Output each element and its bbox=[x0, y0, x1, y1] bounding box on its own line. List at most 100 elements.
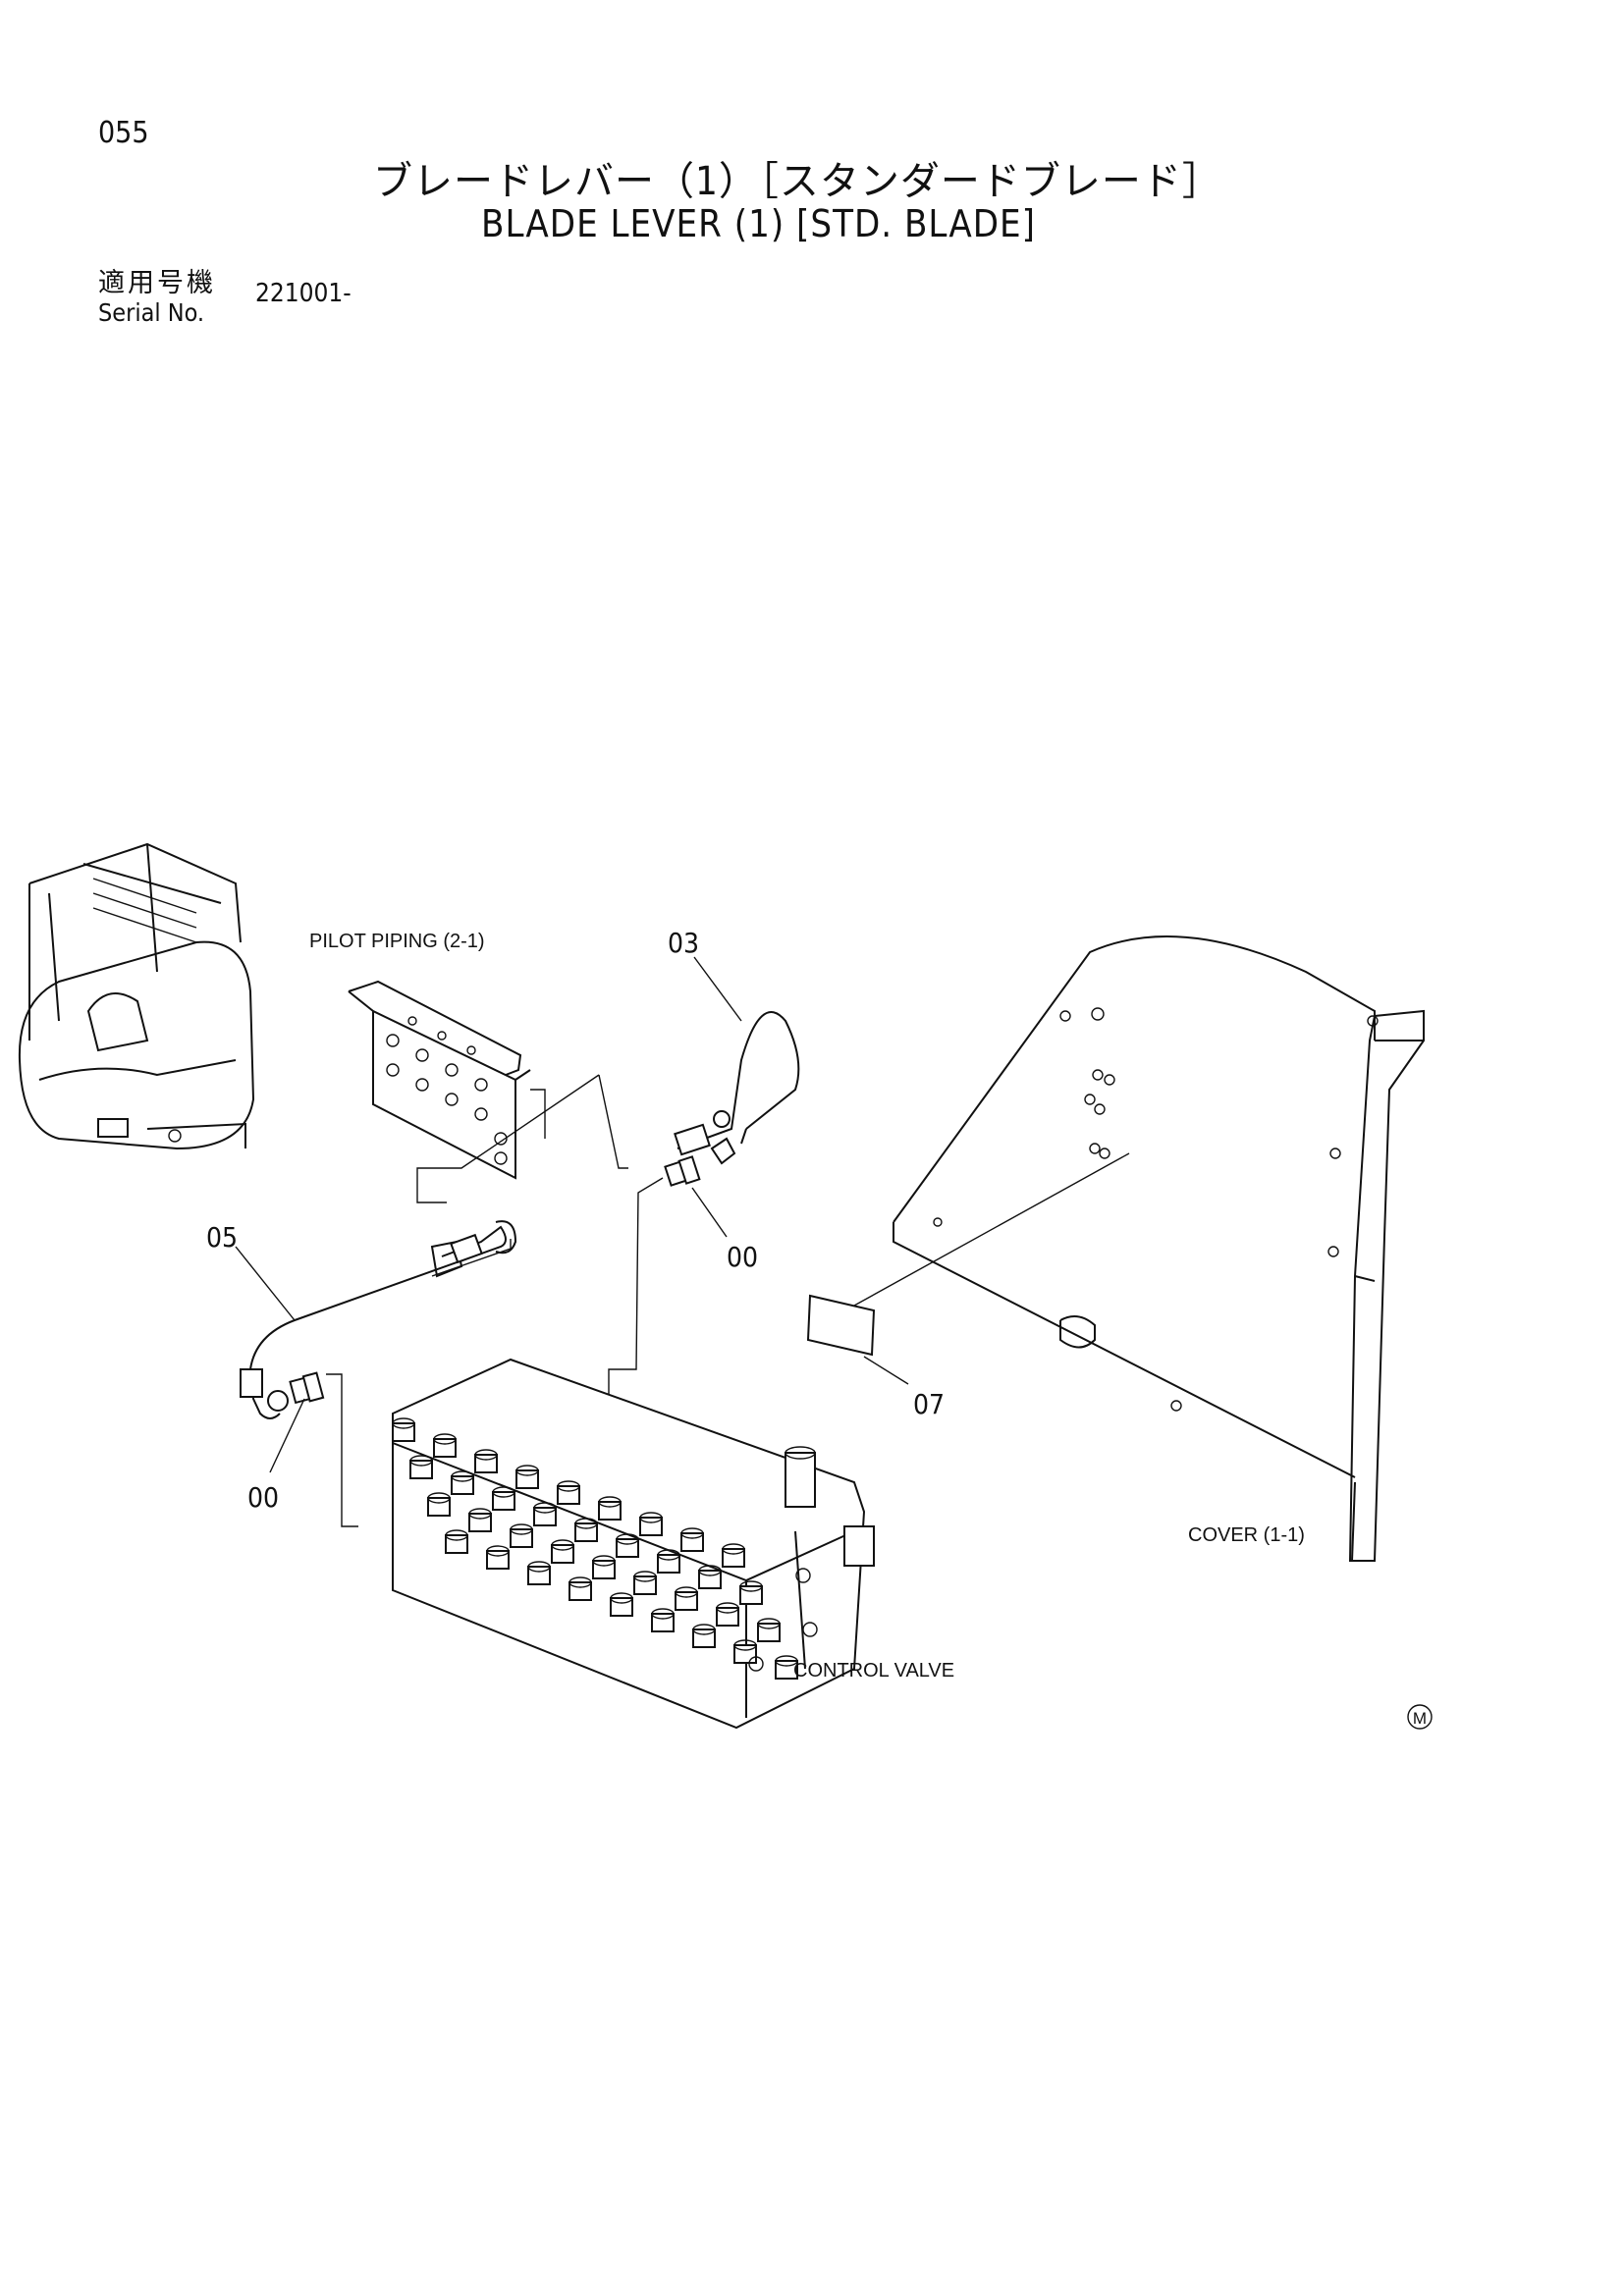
valve-port bbox=[675, 1591, 698, 1611]
valve-port bbox=[492, 1491, 515, 1511]
callout-00-upper: 00 bbox=[727, 1241, 758, 1273]
valve-port bbox=[592, 1560, 616, 1579]
leader-line bbox=[416, 1074, 600, 1203]
valve-port-cap bbox=[733, 1639, 757, 1651]
fitting-00-upper bbox=[664, 1155, 701, 1187]
valve-port-cap bbox=[610, 1592, 633, 1604]
valve-port-cap bbox=[757, 1618, 781, 1629]
valve-port bbox=[409, 1460, 433, 1479]
valve-port bbox=[698, 1570, 722, 1589]
callout-00-lower: 00 bbox=[247, 1481, 279, 1514]
leader-line bbox=[326, 1373, 358, 1527]
valve-port-cap bbox=[722, 1543, 745, 1555]
leader-line bbox=[431, 1239, 512, 1277]
leader-line bbox=[598, 1074, 628, 1169]
m-mark-letter: M bbox=[1413, 1709, 1427, 1728]
valve-port bbox=[468, 1513, 492, 1532]
pilot-piping-block bbox=[348, 980, 531, 1180]
valve-port bbox=[651, 1613, 675, 1632]
valve-port bbox=[445, 1534, 468, 1554]
page-title-english: BLADE LEVER (1) [STD. BLADE] bbox=[481, 202, 1036, 245]
valve-port-cap bbox=[392, 1417, 415, 1429]
valve-port-cap bbox=[468, 1508, 492, 1520]
valve-port bbox=[510, 1528, 533, 1548]
callout-07: 07 bbox=[913, 1388, 945, 1420]
valve-port bbox=[451, 1475, 474, 1495]
leader-line bbox=[530, 1089, 546, 1139]
excavator-thumbnail bbox=[18, 842, 255, 1150]
m-mark: M bbox=[1407, 1704, 1433, 1730]
cover-panel bbox=[893, 935, 1425, 1562]
callout-05: 05 bbox=[206, 1221, 238, 1254]
valve-port bbox=[657, 1554, 680, 1574]
valve-port bbox=[427, 1497, 451, 1517]
valve-port bbox=[722, 1548, 745, 1568]
valve-port bbox=[692, 1629, 716, 1648]
valve-port-cap bbox=[510, 1523, 533, 1535]
valve-port bbox=[733, 1644, 757, 1664]
valve-port bbox=[551, 1544, 574, 1564]
valve-port bbox=[533, 1507, 557, 1526]
callout-03: 03 bbox=[668, 927, 699, 959]
valve-port-cap bbox=[692, 1624, 716, 1635]
valve-port-cap bbox=[598, 1496, 622, 1508]
leader-line-00-lower bbox=[269, 1398, 305, 1473]
valve-port-cap bbox=[533, 1502, 557, 1514]
valve-port-cap bbox=[527, 1561, 551, 1573]
valve-port-cap bbox=[474, 1449, 498, 1461]
valve-port bbox=[716, 1607, 739, 1627]
leader-line bbox=[608, 1177, 664, 1394]
valve-port-cap bbox=[651, 1608, 675, 1620]
valve-port-cap bbox=[616, 1533, 639, 1545]
valve-port-cap bbox=[445, 1529, 468, 1541]
valve-port-cap bbox=[515, 1465, 539, 1476]
valve-port bbox=[527, 1566, 551, 1585]
hose-05 bbox=[240, 1220, 517, 1419]
valve-port bbox=[557, 1485, 580, 1505]
valve-port-cap bbox=[675, 1586, 698, 1598]
valve-port-cap bbox=[557, 1480, 580, 1492]
valve-port-cap bbox=[639, 1512, 663, 1523]
valve-port-cap bbox=[486, 1545, 510, 1557]
valve-port bbox=[739, 1585, 763, 1605]
valve-port bbox=[392, 1422, 415, 1442]
valve-port bbox=[639, 1517, 663, 1536]
valve-port-cap bbox=[775, 1655, 798, 1667]
valve-port-cap bbox=[716, 1602, 739, 1614]
valve-port-cap bbox=[409, 1455, 433, 1467]
valve-port bbox=[757, 1623, 781, 1642]
control-valve-label: CONTROL VALVE bbox=[793, 1660, 954, 1682]
valve-port-cap bbox=[551, 1539, 574, 1551]
valve-port-cap bbox=[492, 1486, 515, 1498]
valve-port bbox=[610, 1597, 633, 1617]
valve-port-cap bbox=[698, 1565, 722, 1576]
valve-port-cap bbox=[427, 1492, 451, 1504]
valve-port bbox=[474, 1454, 498, 1473]
pilot-piping-label: PILOT PIPING (2-1) bbox=[309, 931, 485, 952]
leader-line-07 bbox=[863, 1356, 909, 1385]
valve-port bbox=[598, 1501, 622, 1521]
valve-port bbox=[616, 1538, 639, 1558]
serial-number-value: 221001- bbox=[255, 279, 352, 308]
valve-port bbox=[633, 1575, 657, 1595]
hose-03 bbox=[674, 1011, 800, 1165]
valve-port-cap bbox=[451, 1470, 474, 1482]
leader-line-05 bbox=[235, 1246, 296, 1321]
leader-line-00-upper bbox=[691, 1187, 728, 1238]
label-plate-07 bbox=[806, 1294, 876, 1357]
serial-label-japanese: 適用号機 bbox=[98, 268, 216, 298]
leader-line bbox=[853, 1152, 1130, 1307]
serial-label-english: Serial No. bbox=[98, 298, 205, 327]
valve-port-cap bbox=[433, 1433, 457, 1445]
valve-port bbox=[680, 1532, 704, 1552]
valve-port-cap bbox=[739, 1580, 763, 1592]
valve-port bbox=[433, 1438, 457, 1458]
valve-port bbox=[574, 1522, 598, 1542]
valve-port bbox=[568, 1581, 592, 1601]
cover-label: COVER (1-1) bbox=[1188, 1524, 1305, 1546]
valve-port-cap bbox=[680, 1527, 704, 1539]
valve-port-cap bbox=[574, 1518, 598, 1529]
page-title-japanese: ブレードレバー（1）［スタンダードブレード］ bbox=[373, 159, 1222, 204]
leader-line-03 bbox=[693, 956, 742, 1022]
